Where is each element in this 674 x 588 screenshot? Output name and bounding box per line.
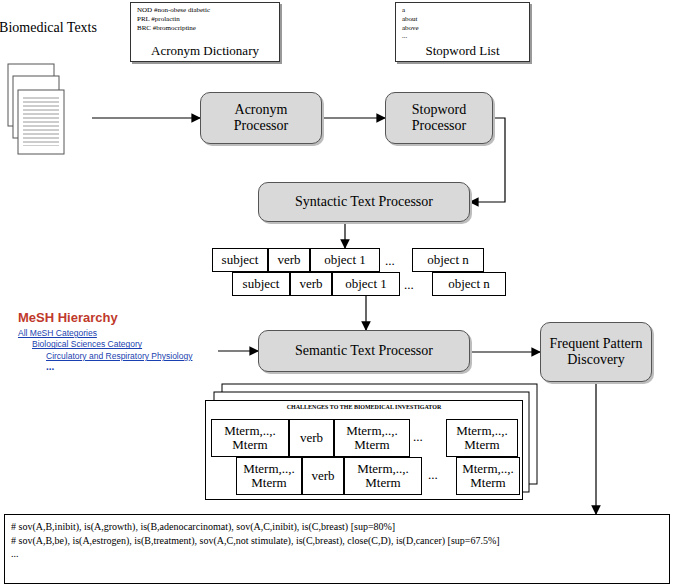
- node-text: verb: [311, 469, 334, 483]
- node-text: ...: [402, 32, 523, 41]
- document-box: aaboutabove... Stopword List: [395, 2, 530, 62]
- table-cell: Mterm,..,. Mterm: [456, 457, 520, 495]
- page: [18, 90, 64, 154]
- node-text: Biological Sciences Category: [18, 339, 218, 350]
- node-text: Semantic Text Processor: [295, 343, 433, 359]
- connector-arrow: [218, 350, 258, 351]
- node-text: Stopword List: [402, 43, 523, 59]
- node-text: Mterm,..,. Mterm: [461, 462, 515, 491]
- connector-arrow: [365, 296, 366, 330]
- node-text: object n: [448, 277, 490, 291]
- process-box: Semantic Text Processor: [258, 330, 470, 372]
- node-text: about: [402, 15, 523, 24]
- node-text: verb: [300, 431, 323, 445]
- node-text: MeSH Hierarchy: [18, 310, 218, 325]
- table-cell: object 1: [332, 272, 400, 296]
- node-text: # sov(A,B,inibit), is(A,growth), is(B,ad…: [11, 520, 663, 534]
- node-text: BRC #bromocriptine: [137, 24, 273, 33]
- node-text: Mterm,..,. Mterm: [241, 462, 297, 491]
- node-text: CHALLENGES TO THE BIOMEDICAL INVESTIGATO…: [210, 404, 518, 410]
- table-cell: Mterm,..,. Mterm: [344, 457, 422, 495]
- process-box: Syntactic Text Processor: [258, 182, 470, 222]
- table-cell: object 1: [310, 248, 380, 272]
- table-cell: verb: [302, 457, 344, 495]
- process-box: Acronym Processor: [200, 92, 322, 144]
- ellipsis-label: ...: [404, 278, 414, 291]
- text-group: Biomedical Texts: [4, 20, 92, 160]
- ellipsis-label: ...: [385, 254, 395, 267]
- page-text: [23, 96, 59, 146]
- node-text: Circulatory and Respiratory Physiology: [18, 351, 218, 362]
- node-text: PRL #prolactin: [137, 15, 273, 24]
- node-text: Frequent Pattern Discovery: [549, 336, 643, 368]
- connector-arrow: [322, 117, 385, 118]
- table-cell: Mterm,..,. Mterm: [446, 419, 518, 457]
- table-cell: verb: [268, 248, 310, 272]
- document-page: CHALLENGES TO THE BIOMEDICAL INVESTIGATO…: [205, 400, 523, 500]
- table-cell: verb: [290, 272, 332, 296]
- node-text: verb: [299, 277, 322, 291]
- node-text: Stopword Processor: [394, 102, 484, 134]
- node-text: NOD #non-obese diabetic: [137, 6, 273, 15]
- document-box: NOD #non-obese diabeticPRL #prolactinBRC…: [130, 2, 280, 62]
- table-cell: verb: [289, 419, 334, 457]
- table-cell: subject: [212, 248, 268, 272]
- node-text: ...: [18, 362, 218, 372]
- ellipsis-label: ...: [428, 468, 438, 481]
- node-text: verb: [277, 253, 300, 267]
- node-text: Mterm,..,. Mterm: [216, 424, 284, 453]
- node-text: object 1: [345, 277, 387, 291]
- node-text: Acronym Processor: [209, 102, 313, 134]
- process-box: Stopword Processor: [385, 92, 493, 144]
- table-cell: Mterm,..,. Mterm: [211, 419, 289, 457]
- table-cell: Mterm,..,. Mterm: [236, 457, 302, 495]
- table-cell: subject: [232, 272, 290, 296]
- node-text: object n: [427, 253, 469, 267]
- node-text: subject: [222, 253, 259, 267]
- process-box: Frequent Pattern Discovery: [540, 322, 652, 382]
- table-cell: Mterm,..,. Mterm: [334, 419, 410, 457]
- node-text: ...: [11, 547, 663, 561]
- node-text: Acronym Dictionary: [137, 43, 273, 59]
- node-text: # sov(A,B,be), is(A,estrogen), is(B,trea…: [11, 534, 663, 548]
- ellipsis-label: ...: [413, 430, 423, 443]
- node-text: object 1: [324, 253, 366, 267]
- node-text: above: [402, 24, 523, 33]
- connector-arrow: [595, 382, 596, 514]
- document-stack: [8, 64, 64, 154]
- connector-arrow: [92, 117, 200, 118]
- result-box: # sov(A,B,inibit), is(A,growth), is(B,ad…: [4, 514, 670, 584]
- connector-arrow: [344, 222, 345, 248]
- table-cell: object n: [412, 248, 484, 272]
- node-text: All MeSH Categories: [18, 328, 218, 339]
- table-cell: object n: [432, 272, 506, 296]
- text-group: MeSH HierarchyAll MeSH CategoriesBiologi…: [18, 310, 218, 388]
- node-text: Syntactic Text Processor: [295, 194, 433, 210]
- node-text: Biomedical Texts: [0, 20, 97, 36]
- node-text: Mterm,..,. Mterm: [451, 424, 513, 453]
- node-text: Mterm,..,. Mterm: [349, 462, 417, 491]
- node-text: Mterm,..,. Mterm: [339, 424, 405, 453]
- node-text: a: [402, 6, 523, 15]
- connector-arrow: [470, 351, 540, 352]
- node-text: subject: [243, 277, 280, 291]
